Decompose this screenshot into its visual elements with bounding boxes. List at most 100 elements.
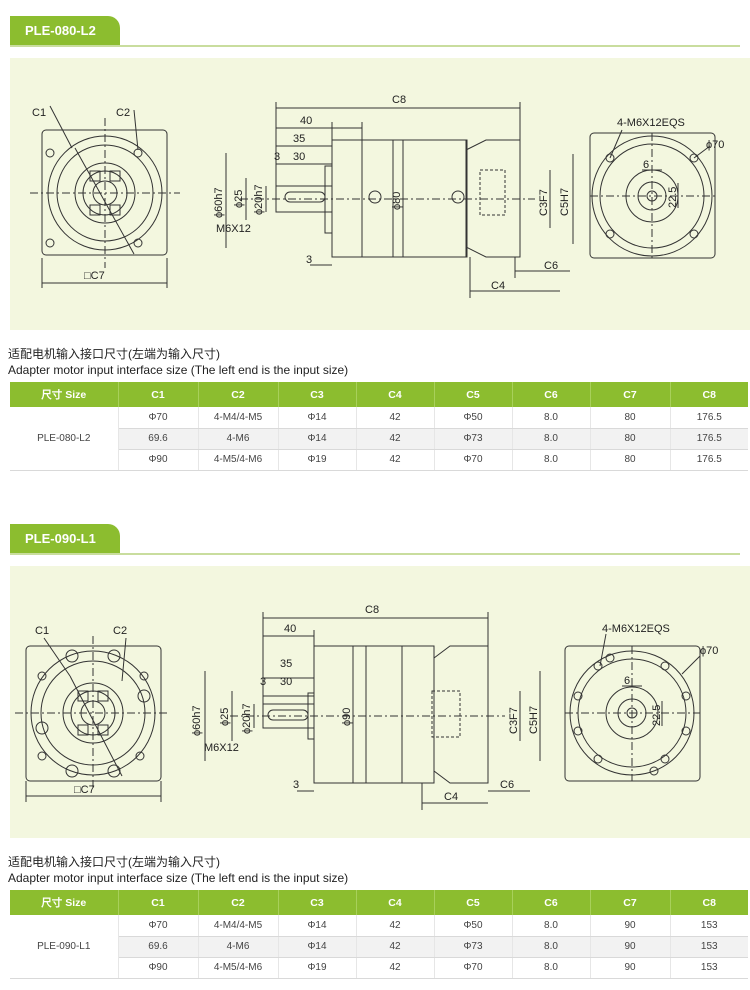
table-cell: Φ90: [118, 957, 199, 979]
dim-6: 6: [624, 675, 630, 687]
header-c4: C4: [356, 382, 435, 407]
label-c2: C2: [116, 107, 130, 119]
dim-22-5: 22.5: [667, 187, 679, 208]
table-cell: Φ14: [278, 936, 357, 958]
spec-table: 尺寸 Size C1 C2 C3 C4 C5 C6 C7 C8 PLE-080-…: [10, 382, 748, 471]
dim-d25: ϕ25: [233, 190, 245, 208]
label-c6: C6: [500, 779, 514, 791]
header-c2: C2: [198, 890, 279, 915]
caption-chinese: 适配电机输入接口尺寸(左端为输入尺寸): [8, 347, 220, 361]
label-c1: C1: [35, 625, 49, 637]
dim-d60: ϕ60h7: [191, 705, 203, 736]
table-cell: Φ70: [118, 407, 199, 429]
header-c5: C5: [434, 382, 513, 407]
dim-3b: 3: [293, 779, 299, 791]
label-c7: □C7: [84, 270, 105, 282]
label-c5h7: C5H7: [559, 188, 571, 216]
label-c3f7: C3F7: [508, 707, 520, 734]
table-cell: 8.0: [512, 449, 591, 471]
table-cell: Φ70: [434, 957, 513, 979]
dim-3a: 3: [260, 676, 266, 688]
header-c2: C2: [198, 382, 279, 407]
table-cell: 4-M5/4-M6: [198, 449, 279, 471]
table-cell: 153: [670, 915, 748, 937]
dim-d25: ϕ25: [219, 708, 231, 726]
tab-divider: [10, 45, 740, 47]
table-cell: 8.0: [512, 957, 591, 979]
dim-6: 6: [643, 159, 649, 171]
label-c1: C1: [32, 107, 46, 119]
label-c4: C4: [444, 791, 458, 803]
table-cell: 4-M6: [198, 936, 279, 958]
label-c7: □C7: [74, 784, 95, 796]
label-c5h7: C5H7: [528, 706, 540, 734]
header-c7: C7: [590, 890, 671, 915]
label-c3f7: C3F7: [538, 189, 550, 216]
label-bolt-pattern: 4-M6X12EQS: [602, 623, 670, 635]
label-bolt-pattern: 4-M6X12EQS: [617, 117, 685, 129]
header-c4: C4: [356, 890, 435, 915]
table-cell: 176.5: [670, 407, 748, 429]
header-c5: C5: [434, 890, 513, 915]
table-cell: 80: [590, 449, 671, 471]
dim-d70: ϕ70: [706, 139, 724, 151]
table-row: PLE-090-L1 Φ70 4-M4/4-M5 Φ14 42 Φ50 8.0 …: [10, 915, 748, 979]
caption-english: Adapter motor input interface size (The …: [8, 363, 349, 377]
model-tab: PLE-090-L1: [10, 524, 120, 554]
table-cell: 176.5: [670, 449, 748, 471]
table-cell: 4-M4/4-M5: [198, 915, 279, 937]
table-cell: 42: [356, 957, 435, 979]
dim-30: 30: [280, 676, 292, 688]
table-row: Φ90 4-M5/4-M6 Φ19 42 Φ70 8.0 80 176.5: [10, 449, 748, 471]
dim-30: 30: [293, 151, 305, 163]
dim-d80: ϕ80: [391, 192, 403, 210]
table-cell: 42: [356, 936, 435, 958]
table-cell: 80: [590, 407, 671, 429]
dim-3a: 3: [274, 151, 280, 163]
table-cell: Φ90: [118, 449, 199, 471]
table-cell: Φ14: [278, 915, 357, 937]
label-m6x12: M6X12: [204, 742, 239, 754]
technical-drawing: C1 C2 □C7 C8 40 35 3 30 3 ϕ60h7 ϕ25 ϕ20h…: [10, 566, 750, 838]
table-cell: 90: [590, 936, 671, 958]
table-cell: 69.6: [118, 936, 199, 958]
caption-chinese: 适配电机输入接口尺寸(左端为输入尺寸): [8, 855, 220, 869]
table-header-row: 尺寸 Size C1 C2 C3 C4 C5 C6 C7 C8: [10, 382, 748, 407]
table-cell: Φ70: [434, 449, 513, 471]
technical-drawing: C1 C2 □C7 C8 40 35 3 30 3 ϕ60h7 ϕ25 ϕ20h…: [10, 58, 750, 330]
header-size: 尺寸 Size: [10, 890, 119, 915]
table-cell: 80: [590, 428, 671, 450]
header-c6: C6: [512, 890, 591, 915]
table-cell: 42: [356, 449, 435, 471]
label-c2: C2: [113, 625, 127, 637]
label-c8: C8: [365, 604, 379, 616]
table-cell: Φ19: [278, 957, 357, 979]
header-c1: C1: [118, 382, 199, 407]
dim-40: 40: [300, 115, 312, 127]
header-size: 尺寸 Size: [10, 382, 119, 407]
header-c3: C3: [278, 890, 357, 915]
dim-d90: ϕ90: [341, 708, 353, 726]
model-tab: PLE-080-L2: [10, 16, 120, 46]
dim-3b: 3: [306, 254, 312, 266]
table-row: 69.6 4-M6 Φ14 42 Φ73 8.0 80 176.5: [10, 428, 748, 450]
model-cell: PLE-080-L2: [10, 407, 119, 471]
table-row: 69.6 4-M6 Φ14 42 Φ73 8.0 90 153: [10, 936, 748, 958]
table-cell: Φ14: [278, 428, 357, 450]
header-c8: C8: [670, 382, 748, 407]
table-cell: 42: [356, 915, 435, 937]
table-row: PLE-080-L2 Φ70 4-M4/4-M5 Φ14 42 Φ50 8.0 …: [10, 407, 748, 471]
label-c8: C8: [392, 94, 406, 106]
table-cell: Φ73: [434, 428, 513, 450]
table-cell: 153: [670, 957, 748, 979]
caption-english: Adapter motor input interface size (The …: [8, 871, 349, 885]
table-cell: Φ14: [278, 407, 357, 429]
dim-35: 35: [280, 658, 292, 670]
table-header-row: 尺寸 Size C1 C2 C3 C4 C5 C6 C7 C8: [10, 890, 748, 915]
table-cell: Φ50: [434, 915, 513, 937]
table-cell: 8.0: [512, 915, 591, 937]
table-cell: Φ70: [118, 915, 199, 937]
dim-d20: ϕ20h7: [241, 703, 253, 734]
table-cell: 8.0: [512, 428, 591, 450]
dim-40: 40: [284, 623, 296, 635]
